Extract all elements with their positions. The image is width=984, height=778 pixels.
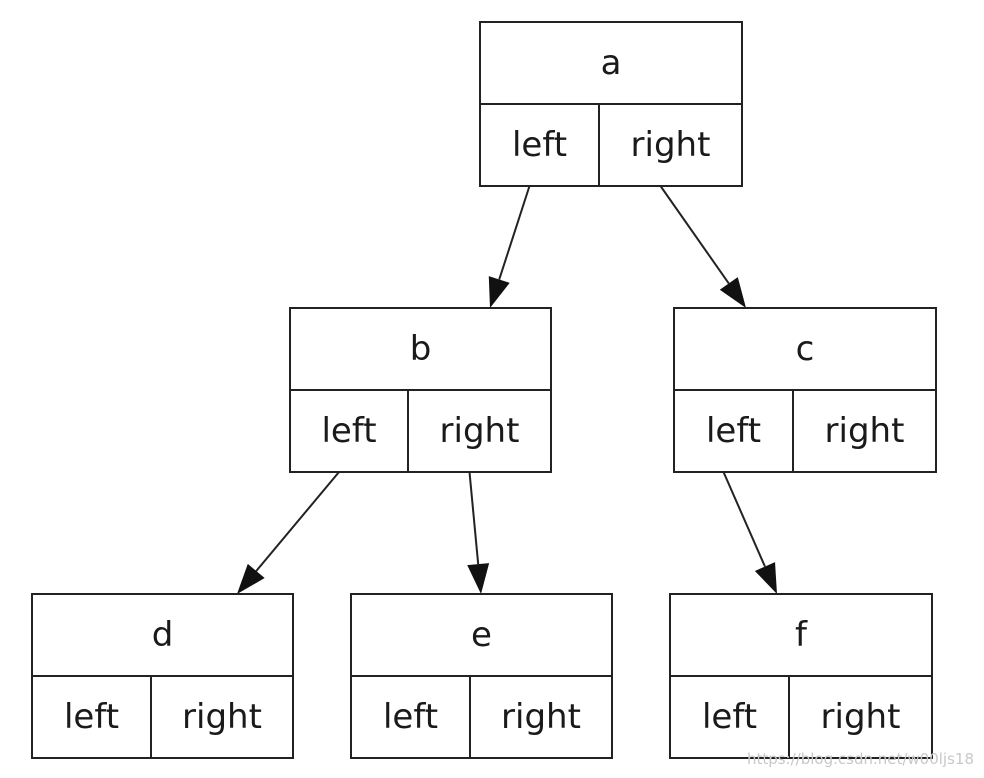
edge-c-f-arrowhead xyxy=(754,562,777,594)
edge-a-b-line xyxy=(498,185,531,280)
edge-a-c xyxy=(659,185,746,308)
node-b-right-port: right xyxy=(440,411,520,451)
node-f-right-port: right xyxy=(821,697,901,737)
node-c-label: c xyxy=(796,329,815,369)
edge-b-d-line xyxy=(255,471,340,572)
edge-c-f xyxy=(722,471,777,594)
edge-b-e xyxy=(467,471,490,594)
node-f-left-port: left xyxy=(702,697,757,737)
node-e-right-port: right xyxy=(501,697,581,737)
node-d: d left right xyxy=(31,593,294,759)
edge-b-d-arrowhead xyxy=(237,563,265,594)
edge-b-d xyxy=(237,471,340,594)
edge-a-c-line xyxy=(659,185,730,285)
node-e: e left right xyxy=(350,593,613,759)
node-f: f left right xyxy=(669,593,933,759)
node-a: a left right xyxy=(479,21,743,187)
node-b: b left right xyxy=(289,307,552,473)
edge-c-f-line xyxy=(722,471,766,567)
node-b-left-port: left xyxy=(321,411,376,451)
node-c: c left right xyxy=(673,307,937,473)
edges-layer xyxy=(237,185,777,594)
node-f-label: f xyxy=(795,615,808,655)
edge-a-b-arrowhead xyxy=(488,276,510,308)
node-a-label: a xyxy=(601,43,622,83)
edge-b-e-arrowhead xyxy=(467,563,490,594)
node-b-label: b xyxy=(410,329,432,369)
node-d-left-port: left xyxy=(64,697,119,737)
node-e-label: e xyxy=(471,615,492,655)
watermark-text: https://blog.csdn.net/w00ljs18 xyxy=(746,750,974,768)
edge-a-b xyxy=(488,185,531,308)
node-c-right-port: right xyxy=(825,411,905,451)
nodes-layer: a left right b left right c left right d left right… xyxy=(31,21,937,759)
node-a-right-port: right xyxy=(631,125,711,165)
node-c-left-port: left xyxy=(706,411,761,451)
node-d-right-port: right xyxy=(182,697,262,737)
node-a-left-port: left xyxy=(512,125,567,165)
edge-b-e-line xyxy=(468,471,480,565)
node-e-left-port: left xyxy=(383,697,438,737)
edge-a-c-arrowhead xyxy=(719,277,746,308)
node-d-label: d xyxy=(152,615,174,655)
